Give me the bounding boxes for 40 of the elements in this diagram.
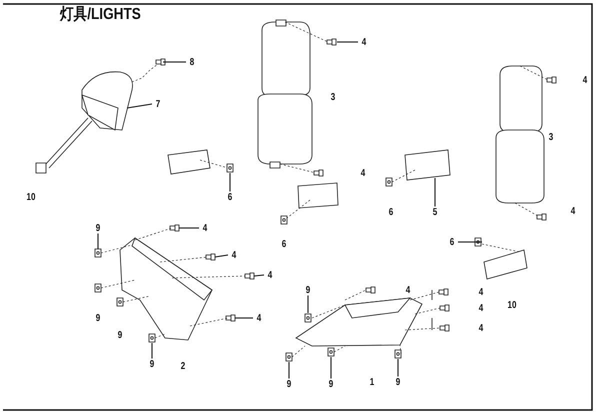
callout-number: 10 [26,192,36,202]
callout-number: 9 [116,330,124,340]
callout-number: 4 [360,168,366,178]
callout-number: 4 [570,206,576,216]
callout-number: 9 [94,312,102,324]
callout-number: 4 [200,222,210,234]
callout-number: 4 [478,322,484,334]
callout-number: 3 [548,132,554,142]
callout-number: 6 [447,236,457,248]
callout-number: 4 [254,312,264,324]
callout-number: 6 [388,206,394,218]
callout-number: 4 [582,74,588,86]
leader-line [214,254,228,258]
callout-number: 9 [147,358,157,370]
callout-number: 9 [303,284,313,296]
title: 灯具/LIGHTS [60,4,141,25]
callout-number: 3 [330,92,336,102]
callout-number: 9 [326,378,336,390]
callout-number: 1 [368,376,376,388]
callout-number: 4 [265,270,275,280]
callout-number: 5 [430,206,440,218]
callout-number: 9 [93,222,103,234]
callout-number: 10 [507,300,517,310]
leader-line [434,178,436,207]
callout-number: 7 [153,98,163,110]
leader-line [254,274,264,276]
callout-number: 8 [187,56,197,68]
leader-line [288,362,290,379]
callout-number: 4 [404,284,412,296]
callout-number: 6 [280,238,288,250]
callout-number: 4 [478,302,484,314]
callout-number: 4 [478,286,484,298]
callout-number: 9 [393,376,403,388]
callout-number: 4 [359,36,369,48]
leader-line [126,104,152,108]
callout-number: 9 [284,378,294,390]
callout-number: 4 [229,250,239,260]
callout-number: 2 [180,360,186,372]
leader-line [330,356,332,379]
callout-number: 6 [225,192,235,202]
